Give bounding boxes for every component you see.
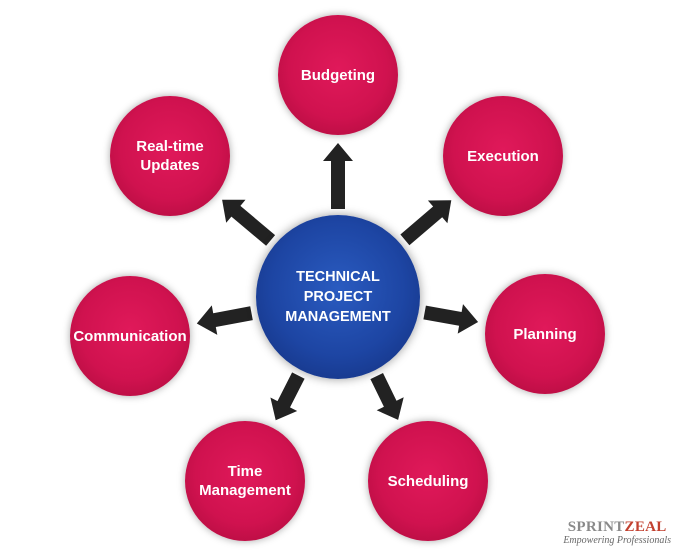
node-0: Budgeting	[278, 15, 398, 135]
node-5: Communication	[70, 276, 190, 396]
node-label: Time Management	[199, 463, 291, 499]
node-3: Scheduling	[368, 421, 488, 541]
arrow-5	[196, 305, 253, 335]
logo-text-2: ZEAL	[624, 519, 667, 535]
node-4: Time Management	[185, 421, 305, 541]
arrow-3	[370, 373, 404, 420]
node-label: Real-time Updates	[136, 138, 204, 174]
sprintzeal-logo: SPRINTZEAL Empowering Professionals	[563, 519, 671, 547]
node-2: Planning	[485, 274, 605, 394]
node-6: Real-time Updates	[110, 96, 230, 216]
node-label: Planning	[513, 325, 577, 343]
logo-text-1: SPRINT	[567, 519, 625, 535]
center-node: TECHNICAL PROJECT MANAGEMENT	[256, 215, 420, 379]
logo-tagline: Empowering Professionals	[563, 535, 671, 546]
node-label: Communication	[73, 327, 187, 345]
arrow-6	[222, 199, 276, 246]
node-1: Execution	[443, 96, 563, 216]
arrow-1	[400, 200, 452, 246]
node-label: Execution	[467, 147, 539, 165]
node-label: Scheduling	[387, 472, 469, 490]
arrow-2	[423, 304, 479, 334]
node-label: Budgeting	[300, 66, 376, 84]
arrow-4	[270, 372, 305, 421]
arrow-0	[323, 143, 353, 209]
